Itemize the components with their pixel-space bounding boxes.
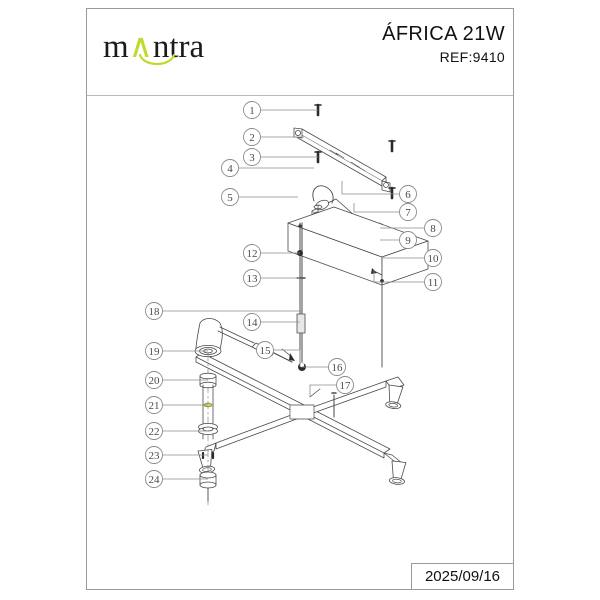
callout-number-17: 17 <box>340 380 352 392</box>
callout-number-3: 3 <box>249 152 255 164</box>
callout-bubble-7 <box>399 203 417 221</box>
title-block: ÁFRICA 21W REF:9410 <box>300 22 505 67</box>
mantra-logo: m∧ntra <box>103 24 293 72</box>
callout-bubble-3 <box>243 148 261 166</box>
callout-bubble-15 <box>256 341 274 359</box>
callout-number-11: 11 <box>428 277 439 289</box>
callout-number-20: 20 <box>149 375 161 387</box>
spotlight-head-exploded <box>194 318 293 506</box>
header-divider <box>87 95 513 96</box>
main-housing-box <box>287 206 429 286</box>
callout-17: 17 <box>309 376 354 397</box>
product-title: ÁFRICA 21W <box>382 23 505 45</box>
callout-number-15: 15 <box>260 345 272 357</box>
callout-6: 6 <box>341 181 417 203</box>
callout-number-6: 6 <box>405 189 411 201</box>
callout-bubble-12 <box>243 244 261 262</box>
callout-bubble-5 <box>221 188 239 206</box>
callout-bubble-20 <box>145 371 163 389</box>
callout-4: 4 <box>221 159 314 177</box>
callout-1: 1 <box>243 101 318 119</box>
callout-number-22: 22 <box>149 426 160 438</box>
callout-bubble-17 <box>336 376 354 394</box>
callout-bubble-24 <box>145 470 163 488</box>
callout-number-1: 1 <box>249 105 255 117</box>
callout-24: 24 <box>145 470 208 488</box>
callout-bubble-1 <box>243 101 261 119</box>
callout-number-10: 10 <box>428 253 440 265</box>
callout-18: 18 <box>145 302 302 320</box>
callout-number-8: 8 <box>430 223 436 235</box>
cross-base-arms <box>195 352 408 486</box>
callout-number-2: 2 <box>249 132 255 144</box>
callout-bubble-22 <box>145 422 163 440</box>
callout-number-14: 14 <box>247 317 259 329</box>
callout-20: 20 <box>145 371 208 389</box>
callout-7: 7 <box>353 203 417 221</box>
callout-23: 23 <box>145 446 208 464</box>
callout-bubble-14 <box>243 313 261 331</box>
callout-19: 19 <box>145 342 208 360</box>
callout-bubble-2 <box>243 128 261 146</box>
callout-bubble-11 <box>424 273 442 291</box>
callout-9: 9 <box>380 231 417 249</box>
logo-wordmark: m∧ntra <box>103 26 204 66</box>
callout-number-4: 4 <box>227 163 233 175</box>
callout-number-24: 24 <box>149 474 161 486</box>
logo-lambda-mark: ∧ <box>128 29 153 65</box>
callout-number-9: 9 <box>405 235 411 247</box>
logo-text-pre: m <box>103 29 129 65</box>
callout-15: 15 <box>256 341 301 367</box>
callout-bubble-19 <box>145 342 163 360</box>
product-reference: REF:9410 <box>439 49 505 65</box>
callout-bubble-23 <box>145 446 163 464</box>
callout-number-7: 7 <box>405 207 411 219</box>
callout-number-16: 16 <box>332 362 344 374</box>
logo-arc-icon <box>139 54 175 66</box>
callout-bubble-21 <box>145 396 163 414</box>
callout-2: 2 <box>243 128 304 146</box>
callout-10: 10 <box>382 249 442 267</box>
callout-number-21: 21 <box>149 400 160 412</box>
callout-bubble-18 <box>145 302 163 320</box>
callout-16: 16 <box>302 358 346 376</box>
ceiling-mount-bar <box>293 127 391 193</box>
callout-number-12: 12 <box>247 248 258 260</box>
callout-number-19: 19 <box>149 346 161 358</box>
date-box: 2025/09/16 <box>411 563 513 589</box>
callout-13: 13 <box>243 269 300 287</box>
callout-5: 5 <box>221 188 298 206</box>
callout-number-13: 13 <box>247 273 259 285</box>
callout-bubble-16 <box>328 358 346 376</box>
callout-bubble-13 <box>243 269 261 287</box>
callout-bubble-9 <box>399 231 417 249</box>
callout-bubble-10 <box>424 249 442 267</box>
callout-22: 22 <box>145 422 208 440</box>
callout-14: 14 <box>243 313 300 331</box>
callout-bubble-8 <box>424 219 442 237</box>
callout-bubble-6 <box>399 185 417 203</box>
callout-number-18: 18 <box>149 306 161 318</box>
callout-number-5: 5 <box>227 192 233 204</box>
callout-3: 3 <box>243 148 318 166</box>
logo-text-post: ntra <box>152 29 205 65</box>
callout-11: 11 <box>373 270 442 291</box>
callout-bubble-4 <box>221 159 239 177</box>
callout-8: 8 <box>380 219 442 237</box>
callout-21: 21 <box>145 396 208 414</box>
callout-number-23: 23 <box>149 450 161 462</box>
callout-12: 12 <box>243 244 300 262</box>
